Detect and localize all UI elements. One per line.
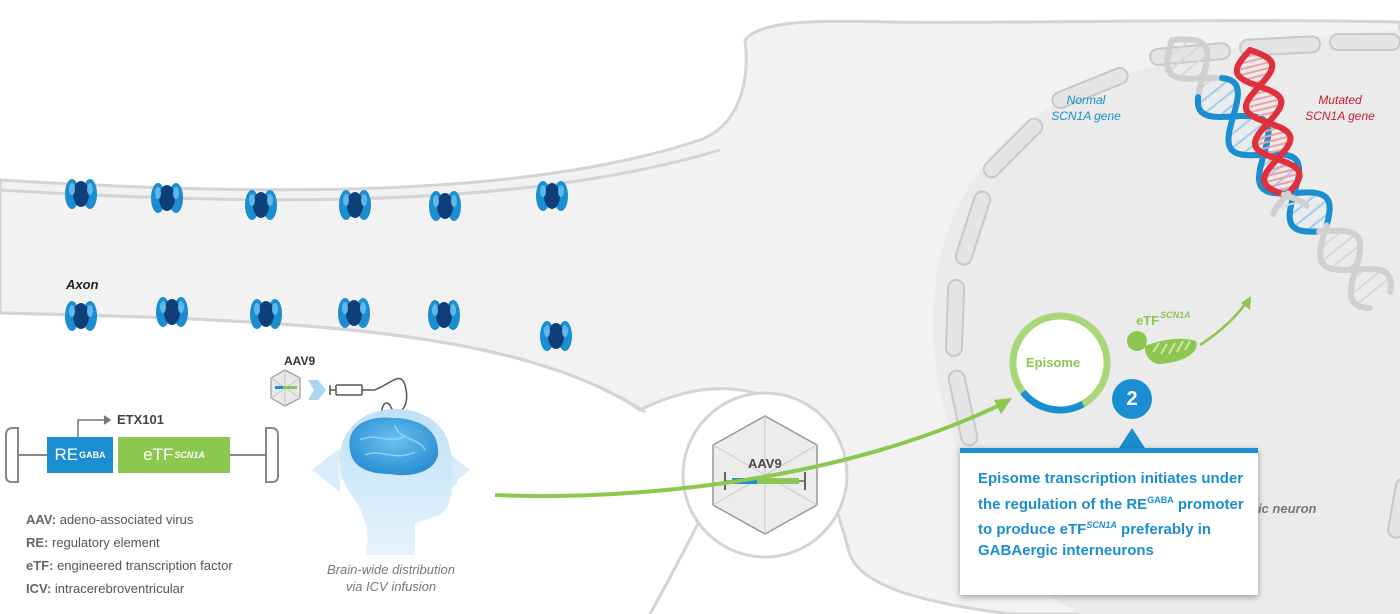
re-sup-text: GABA bbox=[79, 450, 106, 460]
mutated-gene-label: Mutated SCN1A gene bbox=[1305, 93, 1375, 123]
head-brain-icon bbox=[312, 409, 470, 555]
ion-channel-icon bbox=[250, 299, 282, 329]
ion-channel-icon bbox=[429, 191, 461, 221]
aav9-small-capsid bbox=[270, 369, 301, 407]
axon-label: Axon bbox=[66, 277, 99, 292]
ion-channel-icon bbox=[156, 297, 188, 327]
gabaergic-neuron-label: gic neuron bbox=[1250, 501, 1317, 516]
aav9-vector-label: AAV9 bbox=[284, 354, 316, 368]
etf-arrow-head bbox=[1241, 296, 1251, 310]
step-callout: Episome transcription initiates under th… bbox=[960, 448, 1258, 595]
normal-gene-label: Normal SCN1A gene bbox=[1051, 93, 1121, 123]
glossary-item-icv: ICV: intracerebroventricular bbox=[26, 581, 185, 596]
etx101-label: ETX101 bbox=[117, 412, 164, 427]
ion-channel-icon bbox=[245, 190, 277, 220]
construct-itr-brackets bbox=[5, 427, 279, 483]
etf-protein-icon bbox=[1127, 331, 1197, 364]
mutated-gene-helix bbox=[1233, 47, 1310, 218]
aav9-capsid-label: AAV9 bbox=[748, 456, 782, 471]
glossary-item-re: RE: regulatory element bbox=[26, 535, 160, 550]
ion-channel-icon bbox=[540, 321, 572, 351]
capsid-arrow bbox=[308, 380, 326, 400]
axon-lower-line bbox=[0, 311, 646, 414]
ion-channels bbox=[65, 179, 572, 351]
re-base-text: RE bbox=[54, 445, 79, 464]
ion-channel-icon bbox=[65, 301, 97, 331]
distribution-caption: Brain-wide distribution via ICV infusion bbox=[327, 562, 455, 594]
syringe-icon bbox=[329, 384, 374, 396]
step-number-badge: 2 bbox=[1112, 379, 1152, 419]
ion-channel-icon bbox=[536, 181, 568, 211]
ion-channel-icon bbox=[338, 298, 370, 328]
ion-channel-icon bbox=[339, 190, 371, 220]
ion-channel-icon bbox=[428, 300, 460, 330]
callout-pointer bbox=[1119, 428, 1145, 448]
ion-channel-icon bbox=[65, 179, 97, 209]
etf-base-text: eTF bbox=[143, 445, 174, 464]
callout-text: Episome transcription initiates under th… bbox=[978, 470, 1244, 559]
etf-protein-label: eTFSCN1A bbox=[1136, 310, 1191, 328]
ion-channel-icon bbox=[151, 183, 183, 213]
episome-blue-segment bbox=[1020, 389, 1085, 414]
delivery-arrow bbox=[494, 403, 1001, 499]
etf-sup-text: SCN1A bbox=[174, 450, 205, 460]
glossary-item-aav: AAV: adeno-associated virus bbox=[26, 512, 194, 527]
glossary: AAV: adeno-associated virus RE: regulato… bbox=[26, 508, 233, 600]
delivery-arrow-head bbox=[994, 398, 1012, 414]
episome-label: Episome bbox=[1026, 355, 1081, 370]
promoter-arrow bbox=[77, 415, 112, 437]
glossary-item-etf: eTF: engineered transcription factor bbox=[26, 558, 233, 573]
axon-upper-line bbox=[0, 148, 721, 202]
